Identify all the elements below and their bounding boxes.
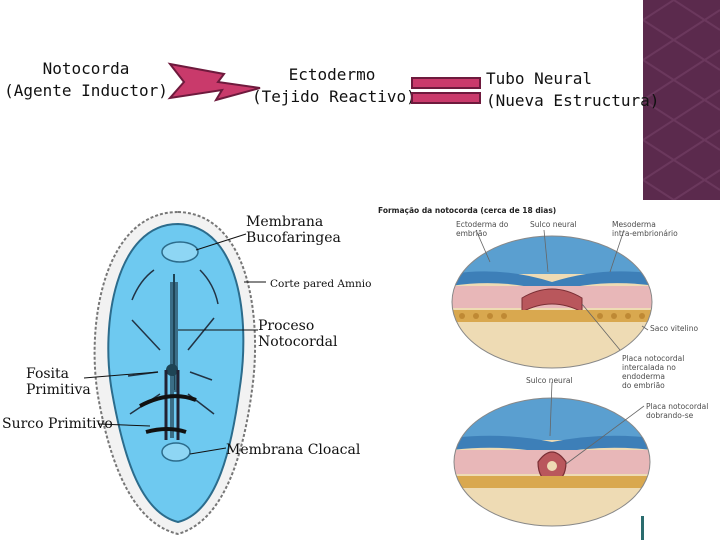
ectoderma-label: Ectoderma do embrião [456, 220, 509, 238]
result-label: Tubo Neural (Nueva Estructura) [486, 69, 660, 110]
embryo-illustration [83, 210, 266, 536]
section-illustration [384, 208, 720, 540]
sulco-neural-bottom-label: Sulco neural [526, 376, 573, 385]
proceso-notocordal-label: Proceso Notocordal [258, 318, 338, 350]
notochord-section-figure: Formação da notocorda (cerca de 18 dias)… [372, 200, 720, 540]
membrana-bucofaringea-label: Membrana Bucofaringea [246, 214, 341, 246]
embryo-dorsal-view: Membrana Bucofaringea Corte pared Amnios… [0, 200, 380, 540]
equals-icon [411, 77, 481, 104]
sulco-neural-top-label: Sulco neural [530, 220, 577, 229]
reactive-label: Ectodermo (Tejido Reactivo) [252, 65, 416, 106]
mesoderma-label: Mesoderma intra-embrionário [612, 220, 678, 238]
placa-intercalada-label: Placa notocordal intercalada no endoderm… [622, 354, 685, 390]
placa-dobrando-label: Placa notocordal dobrando-se [646, 402, 709, 420]
surco-primitivo-label: Surco Primitivo [2, 416, 113, 432]
inductor-label: Notocorda (Agente Inductor) [4, 59, 168, 100]
saco-vitelino-label: Saco vitelino [650, 324, 699, 333]
membrana-cloacal-label: Membrana Cloacal [226, 442, 361, 458]
section-title: Formação da notocorda (cerca de 18 dias) [378, 206, 557, 215]
fosita-primitiva-label: Fosita Primitiva [26, 366, 91, 398]
corner-accent [641, 516, 644, 540]
corte-pared-label: Corte pared Amnios [270, 278, 377, 290]
lightning-arrow-icon [167, 62, 261, 102]
